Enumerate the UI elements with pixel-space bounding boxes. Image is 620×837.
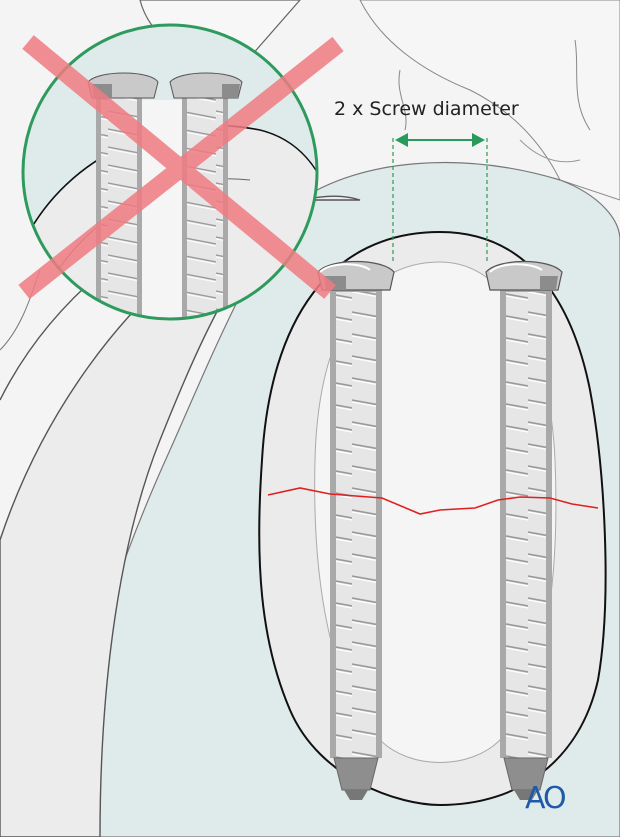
- dimension-indicator: 2 x Screw diameter: [334, 98, 519, 262]
- fracture-line: [267, 487, 599, 515]
- spacing-label: 2 x Screw diameter: [334, 98, 519, 120]
- screw-left: [317, 260, 395, 800]
- bone-fragment: [258, 230, 607, 807]
- cross-icon: [18, 35, 344, 300]
- double-arrow-icon: [395, 133, 485, 147]
- ao-logo: AO: [525, 781, 565, 816]
- screw-right: [485, 260, 563, 800]
